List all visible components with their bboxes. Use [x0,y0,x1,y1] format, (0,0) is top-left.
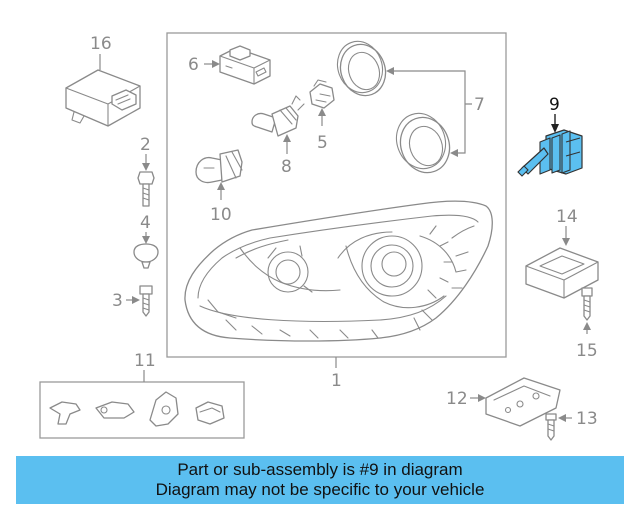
info-banner: Part or sub-assembly is #9 in diagram Di… [16,456,624,504]
part-6-actuator[interactable] [219,45,271,85]
part-13-bolt[interactable] [545,413,557,441]
callout-1[interactable]: 1 [331,371,342,391]
leader-7 [392,70,472,154]
part-11-kit-frame [39,381,245,439]
part-15-screw[interactable] [581,287,593,321]
banner-line-2: Diagram may not be specific to your vehi… [155,480,485,499]
part-3-screw[interactable] [139,285,153,317]
part-11-bracket-b[interactable] [95,401,135,419]
part-4-clip[interactable] [133,243,159,269]
part-11-bracket-c[interactable] [149,391,179,427]
callout-14: 14 [556,207,578,227]
callout-9[interactable]: 9 [549,95,560,115]
headlamp-housing[interactable] [184,200,493,342]
part-9-highlighted[interactable] [517,129,583,177]
callout-6: 6 [188,55,199,75]
part-2-bolt[interactable] [137,171,155,207]
callout-2: 2 [140,135,151,155]
part-11-bracket-a[interactable] [49,401,81,425]
part-7-upper-cap[interactable] [330,35,392,102]
callout-11[interactable]: 11 [134,351,156,371]
callout-15: 15 [576,341,598,361]
part-7-lower-cap[interactable] [389,106,457,179]
part-16-control-module[interactable] [65,69,141,127]
callout-3: 3 [112,291,123,311]
callout-13: 13 [576,409,598,429]
part-12-bracket[interactable] [485,377,561,427]
part-14-module[interactable] [525,247,599,299]
part-10-bulb[interactable] [195,149,243,184]
callout-5: 5 [317,133,328,153]
callout-16: 16 [90,34,112,54]
callout-10: 10 [210,205,232,225]
callout-8: 8 [281,157,292,177]
banner-line-1: Part or sub-assembly is #9 in diagram [177,460,463,479]
callout-12: 12 [446,389,468,409]
part-11-bracket-d[interactable] [195,401,225,425]
part-8-bulb[interactable] [251,95,305,137]
callout-4: 4 [140,213,151,233]
part-5-bulb-socket[interactable] [309,79,335,109]
callout-7: 7 [474,95,485,115]
